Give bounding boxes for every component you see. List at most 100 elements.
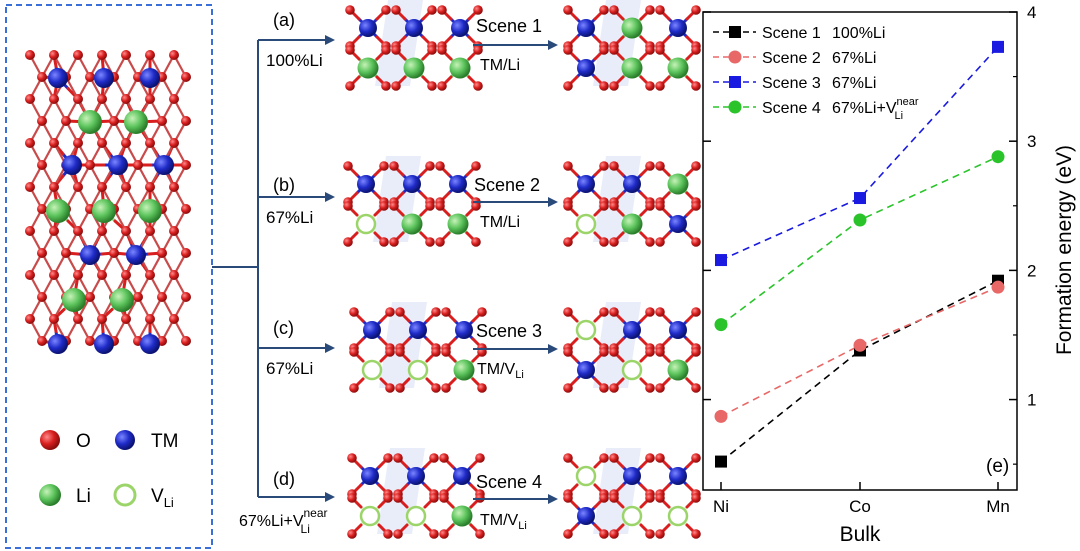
oxygen-atom — [97, 270, 107, 280]
scene-label-b: Scene 2 — [474, 175, 540, 195]
oxygen-atom — [691, 347, 701, 357]
oxygen-atom — [437, 45, 447, 55]
transition-metal-atom — [577, 19, 595, 37]
oxygen-atom — [383, 493, 393, 503]
transition-metal-atom — [455, 321, 473, 339]
oxygen-atom — [431, 347, 441, 357]
y-tick-label: 3 — [1027, 132, 1036, 151]
oxygen-atom — [599, 347, 609, 357]
oxygen-atom — [609, 81, 619, 91]
transition-metal-atom — [140, 334, 160, 354]
transition-metal-atom — [361, 467, 379, 485]
series-line-1 — [720, 279, 999, 463]
legend-series-desc-main: 100%Li — [832, 25, 885, 42]
oxygen-atom — [429, 529, 439, 539]
oxygen-atom — [563, 383, 573, 393]
oxygen-atom — [655, 237, 665, 247]
transition-metal-atom — [577, 507, 595, 525]
before-structure-a — [345, 0, 483, 91]
oxygen-atom — [645, 383, 655, 393]
swap-label-a-main: TM/Li — [480, 57, 520, 74]
transition-metal-atom — [80, 245, 100, 265]
oxygen-atom — [73, 50, 83, 60]
oxygen-atom — [97, 94, 107, 104]
oxygen-atom — [435, 201, 445, 211]
oxygen-atom — [563, 493, 573, 503]
scenario-rows: (a) 100%Li Scene 1 TM/Li (b) 67%Li Scene… — [239, 0, 701, 539]
oxygen-atom — [441, 383, 451, 393]
oxygen-atom — [343, 201, 353, 211]
transition-metal-atom — [403, 175, 421, 193]
oxygen-atom — [425, 161, 435, 171]
legend-series-desc-main: 67%Li+V — [832, 100, 897, 117]
oxygen-atom — [343, 237, 353, 247]
lithium-atom — [46, 199, 70, 223]
oxygen-atom — [133, 160, 143, 170]
series-marker-4 — [714, 318, 728, 332]
oxygen-atom — [73, 182, 83, 192]
oxygen-atom — [599, 5, 609, 15]
series-marker-4 — [991, 150, 1005, 164]
lithium-vacancy — [407, 359, 429, 381]
transition-metal-atom — [48, 68, 68, 88]
oxygen-atom — [343, 161, 353, 171]
oxygen-atom — [121, 94, 131, 104]
transition-metal-atom — [359, 19, 377, 37]
legend-series-desc-main: 67%Li — [832, 50, 876, 67]
oxygen-atom — [645, 453, 655, 463]
lithium-atom — [621, 17, 643, 39]
oxygen-atom — [655, 493, 665, 503]
oxygen-atom — [389, 161, 399, 171]
series-marker-2 — [853, 338, 867, 352]
oxygen-atom — [61, 248, 71, 258]
oxygen-atom — [49, 182, 59, 192]
lithium-vacancy — [355, 213, 377, 235]
legend-series-desc-main: 67%Li — [832, 75, 876, 92]
scenario-condition-d-sub: Li — [301, 522, 310, 536]
oxygen-atom — [85, 336, 95, 346]
legend-marker — [729, 26, 741, 38]
layered-crystal-structure — [25, 50, 191, 354]
transition-metal-atom — [623, 467, 641, 485]
transition-metal-atom — [62, 155, 82, 175]
oxygen-atom — [691, 5, 701, 15]
transform-arrowhead-c — [548, 344, 558, 354]
oxygen-atom — [429, 453, 439, 463]
oxygen-atom — [609, 347, 619, 357]
oxygen-atom — [393, 453, 403, 463]
swap-label-c: TM/VLi — [477, 361, 524, 381]
oxygen-atom — [121, 50, 131, 60]
oxygen-atom — [655, 161, 665, 171]
oxygen-atom — [599, 45, 609, 55]
oxygen-atom — [49, 270, 59, 280]
oxygen-atom — [73, 226, 83, 236]
transition-metal-atom — [409, 321, 427, 339]
legend-series-name: Scene 1 — [762, 25, 821, 42]
lithium-vacancy — [667, 505, 689, 527]
oxygen-atom — [437, 5, 447, 15]
transition-metal-atom — [451, 19, 469, 37]
scenario-condition-d-sup: near — [304, 506, 328, 520]
scene-label-a: Scene 1 — [476, 16, 542, 36]
oxygen-atom — [437, 81, 447, 91]
oxygen-atom — [655, 45, 665, 55]
transition-metal-atom — [357, 175, 375, 193]
legend-series-name: Scene 4 — [762, 100, 821, 117]
oxygen-atom — [563, 529, 573, 539]
transition-metal-atom — [577, 175, 595, 193]
y-tick-label: 1 — [1027, 391, 1036, 410]
oxygen-atom — [345, 5, 355, 15]
oxygen-atom — [169, 226, 179, 236]
oxygen-atom — [435, 237, 445, 247]
oxygen-atom — [439, 493, 449, 503]
x-tick-label: Co — [849, 497, 871, 516]
lithium-atom — [621, 213, 643, 235]
lithium-vacancy — [621, 505, 643, 527]
oxygen-atom — [25, 94, 35, 104]
oxygen-atom — [181, 248, 191, 258]
scenario-branches — [212, 40, 259, 497]
oxygen-atom — [609, 307, 619, 317]
transition-metal-atom — [405, 19, 423, 37]
oxygen-atom — [599, 161, 609, 171]
